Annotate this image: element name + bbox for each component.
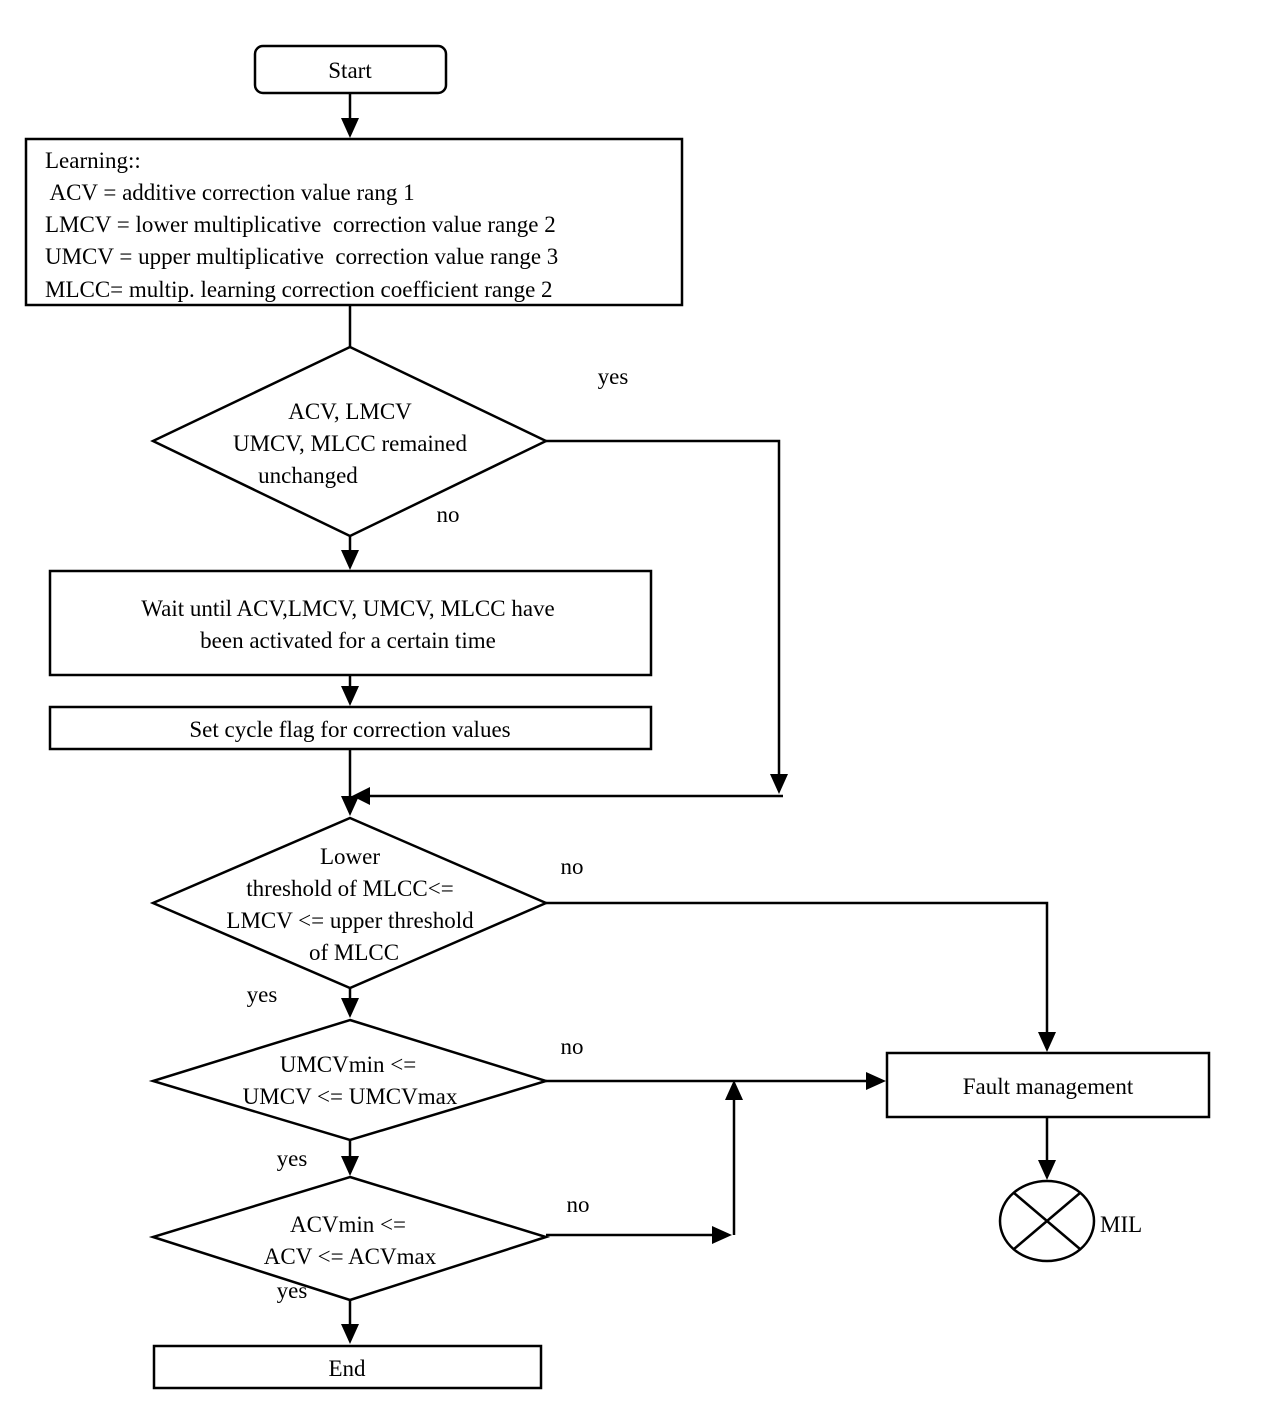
decision-line: unchanged [258, 463, 358, 488]
yes-label: yes [598, 364, 629, 389]
start-node: Start [253, 44, 448, 95]
decision-line: threshold of MLCC<= [246, 876, 453, 901]
decision-line: ACVmin <= [290, 1212, 406, 1237]
decision-line: ACV, LMCV [288, 399, 412, 424]
arrowhead [341, 1156, 359, 1176]
no-label: no [437, 502, 460, 527]
arrowhead [341, 796, 359, 816]
arrowhead [1038, 1160, 1056, 1180]
decision-acv: ACVmin <= ACV <= ACVmax [148, 1175, 551, 1302]
decision-line: UMCVmin <= [280, 1052, 416, 1077]
decision-line: of MLCC [309, 940, 399, 965]
arrowhead [866, 1072, 886, 1090]
arrowhead [341, 1324, 359, 1344]
arrowhead [341, 550, 359, 570]
decision-line: UMCV, MLCC remained [233, 431, 468, 456]
arrowhead [341, 118, 359, 138]
yes-label: yes [277, 1146, 308, 1171]
no-label: no [561, 1034, 584, 1059]
yes-label: yes [247, 982, 278, 1007]
decision-line: UMCV <= UMCVmax [243, 1084, 458, 1109]
cycle-flag-label: Set cycle flag for correction values [189, 717, 510, 742]
arrowhead [725, 1080, 743, 1100]
arrowhead [712, 1226, 732, 1244]
wait-line: been activated for a certain time [200, 628, 496, 653]
decision-lmcv: Lower threshold of MLCC<= LMCV <= upper … [149, 816, 550, 990]
end-node: End [152, 1344, 543, 1390]
no-label: no [567, 1192, 590, 1217]
decision-line: LMCV <= upper threshold [226, 908, 474, 933]
arrow-decision2-no [546, 901, 1049, 1036]
learning-line: UMCV = upper multiplicative correction v… [45, 244, 558, 269]
end-label: End [328, 1356, 366, 1381]
decision-line: Lower [320, 844, 380, 869]
arrowhead [770, 774, 788, 794]
learning-line: Learning:: [45, 148, 141, 173]
decision-line: ACV <= ACVmax [264, 1244, 437, 1269]
fault-management-box: Fault management [885, 1051, 1211, 1119]
wait-line: Wait until ACV,LMCV, UMCV, MLCC have [141, 596, 554, 621]
no-label: no [561, 854, 584, 879]
cycle-flag-box: Set cycle flag for correction values [48, 705, 653, 751]
decision-unchanged: ACV, LMCV UMCV, MLCC remained unchanged [150, 345, 549, 538]
mil-label: MIL [1100, 1212, 1142, 1237]
fault-label: Fault management [963, 1074, 1134, 1099]
wait-box: Wait until ACV,LMCV, UMCV, MLCC have bee… [48, 569, 653, 677]
connectors [341, 94, 1056, 1344]
arrowhead [352, 787, 370, 805]
mil-lamp: MIL [998, 1179, 1142, 1263]
learning-line: LMCV = lower multiplicative correction v… [45, 212, 556, 237]
arrowhead [341, 998, 359, 1018]
decision-umcv: UMCVmin <= UMCV <= UMCVmax [148, 1018, 551, 1142]
start-label: Start [328, 58, 372, 83]
arrow-decision1-yes [546, 439, 781, 778]
yes-label: yes [277, 1278, 308, 1303]
learning-line: MLCC= multip. learning correction coeffi… [45, 277, 553, 302]
learning-box: Learning:: ACV = additive correction val… [24, 137, 684, 307]
arrowhead [341, 686, 359, 706]
learning-line: ACV = additive correction value rang 1 [45, 180, 415, 205]
arrowhead [1038, 1032, 1056, 1052]
